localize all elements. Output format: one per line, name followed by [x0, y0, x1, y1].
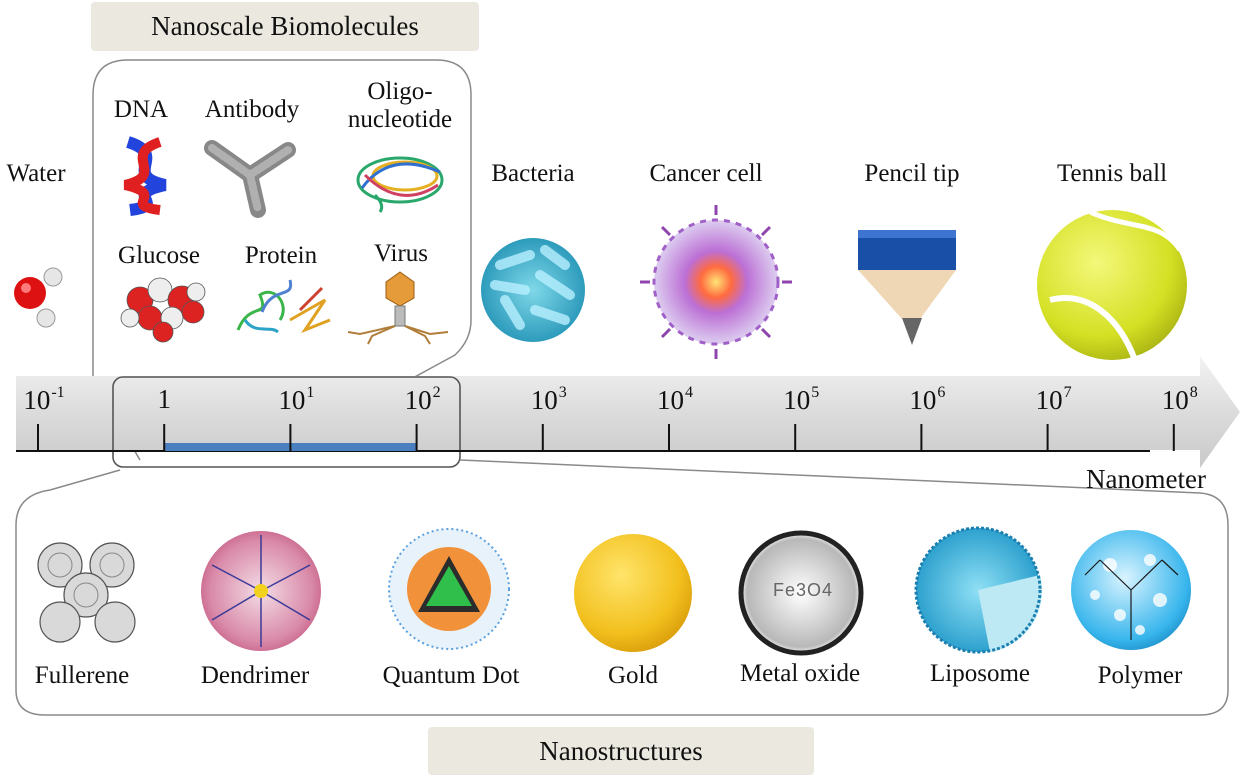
axis-tick-label: 1: [157, 384, 171, 415]
axis-tick-label: 102: [405, 384, 441, 416]
tick-base: 10: [404, 385, 432, 415]
gold-nanoparticle-icon: [574, 534, 692, 652]
axis-tick-label: 108: [1162, 384, 1198, 416]
protein-ribbon-icon: [236, 279, 331, 334]
axis-tick-label: 10-1: [23, 384, 64, 416]
tick-exponent: 4: [685, 384, 693, 401]
glucose-molecule-icon: [120, 277, 206, 343]
label-glucose: Glucose: [118, 242, 200, 269]
tick-exponent: 7: [1063, 384, 1072, 401]
metal-oxide-nanoparticle-icon: [738, 530, 864, 656]
antibody-icon: [204, 140, 296, 218]
tick-base: 10: [278, 385, 306, 415]
polymer-nanoparticle-icon: [1071, 530, 1191, 650]
oligonucleotide-icon: [356, 156, 444, 213]
label-oligonucleotide: Oligo- nucleotide: [347, 78, 453, 133]
label-polymer: Polymer: [1097, 662, 1183, 689]
axis-tick-label: 104: [657, 384, 693, 416]
tick-exponent: -1: [51, 384, 65, 401]
tick-exponent: 5: [811, 384, 820, 401]
label-antibody: Antibody: [204, 96, 300, 123]
fe3o4-formula: Fe3O4: [773, 580, 834, 600]
label-bacteria: Bacteria: [491, 160, 575, 187]
tick-exponent: 1: [306, 384, 315, 401]
label-quantum-dot: Quantum Dot: [382, 662, 520, 689]
label-metal-oxide: Metal oxide: [739, 660, 861, 687]
dna-helix-icon: [123, 136, 167, 216]
tick-exponent: 6: [937, 384, 946, 401]
biomolecules-title: Nanoscale Biomolecules: [91, 2, 479, 51]
virus-bacteriophage-icon: [347, 271, 449, 345]
label-pencil-tip: Pencil tip: [864, 160, 960, 187]
label-gold: Gold: [608, 662, 658, 689]
nanostructures-title: Nanostructures: [428, 727, 814, 775]
tick-base: 1: [157, 384, 171, 414]
tick-base: 10: [530, 385, 558, 415]
tick-base: 10: [909, 385, 937, 415]
tick-base: 10: [23, 385, 51, 415]
label-virus: Virus: [373, 240, 429, 267]
tick-base: 10: [1035, 385, 1063, 415]
tick-base: 10: [657, 385, 684, 415]
liposome-icon: [914, 526, 1043, 654]
axis-tick-label: 105: [783, 384, 819, 416]
fullerene-icon: [37, 542, 136, 643]
label-dna: DNA: [113, 96, 169, 123]
quantum-dot-icon: [388, 528, 510, 650]
axis-tick-label: 107: [1036, 384, 1072, 416]
tick-exponent: 8: [1189, 384, 1198, 401]
axis-tick-label: 103: [531, 384, 567, 416]
label-protein: Protein: [244, 242, 318, 269]
label-dendrimer: Dendrimer: [200, 662, 310, 689]
label-liposome: Liposome: [930, 660, 1030, 687]
water-molecule-icon: [14, 267, 63, 328]
cancer-cell-icon: [640, 205, 792, 359]
label-tennis-ball: Tennis ball: [1056, 160, 1168, 187]
tennis-ball-icon: [1037, 209, 1187, 362]
label-fullerene: Fullerene: [34, 662, 130, 689]
tick-base: 10: [1161, 385, 1189, 415]
label-cancer-cell: Cancer cell: [649, 160, 763, 187]
label-water: Water: [6, 160, 66, 187]
tick-base: 10: [783, 385, 811, 415]
tick-exponent: 2: [432, 384, 441, 401]
axis-tick-label: 106: [909, 384, 945, 416]
dendrimer-icon: [201, 531, 321, 651]
axis-unit-label: Nanometer: [1086, 464, 1206, 494]
axis-tick-label: 101: [278, 384, 314, 416]
bacteria-icon: [481, 238, 585, 342]
tick-exponent: 3: [558, 384, 567, 401]
pencil-tip-icon: [858, 230, 956, 345]
